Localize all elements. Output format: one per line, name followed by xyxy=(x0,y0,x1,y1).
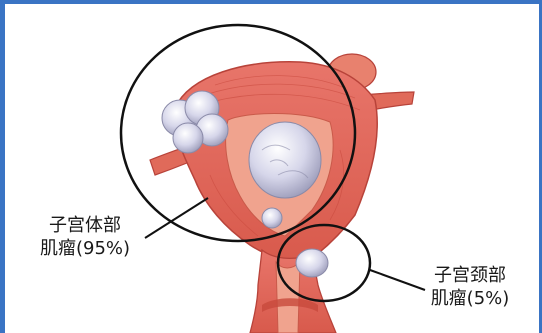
cervical-label-line2: 肌瘤(5%) xyxy=(404,287,536,310)
cervical-fibroid-label: 子宫颈部 肌瘤(5%) xyxy=(404,264,536,310)
uterine-body-fibroid-label: 子宫体部 肌瘤(95%) xyxy=(20,214,150,260)
small-submucosal-fibroid xyxy=(262,208,282,228)
cervical-label-line1: 子宫颈部 xyxy=(404,264,536,287)
uterine-body-label-line2: 肌瘤(95%) xyxy=(20,237,150,260)
intramural-fibroid xyxy=(249,122,321,198)
uterine-body-label-line1: 子宫体部 xyxy=(20,214,150,237)
cervical-fibroid xyxy=(296,249,328,277)
uterine-body-callout-line xyxy=(145,198,208,238)
